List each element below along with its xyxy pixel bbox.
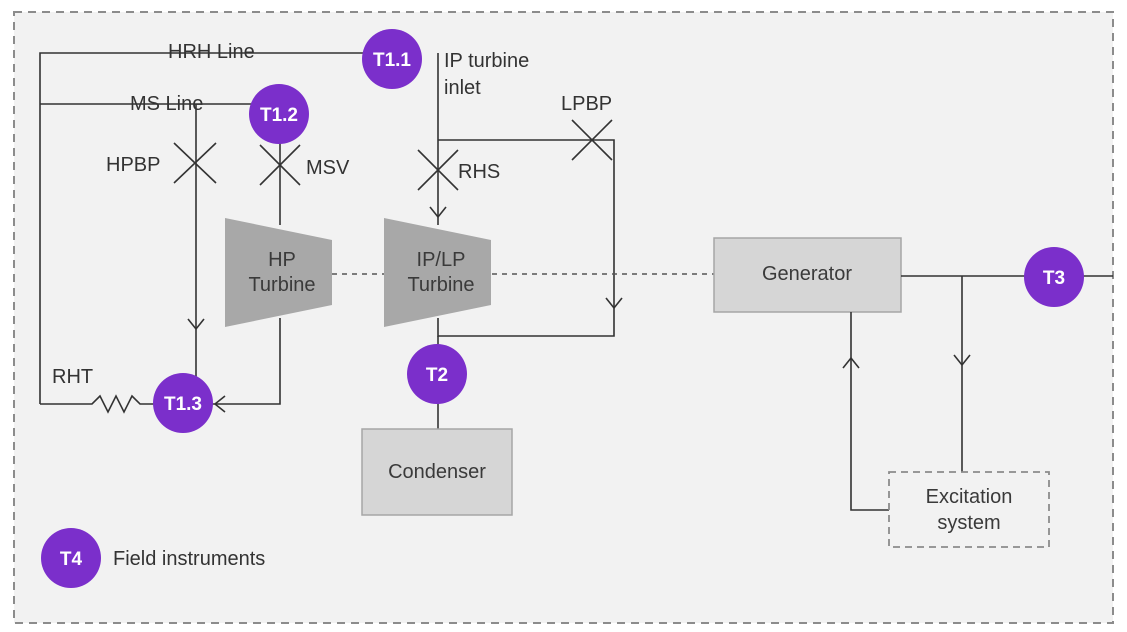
hpbp-label: HPBP — [106, 154, 160, 176]
lpbp-valve-icon — [571, 119, 613, 161]
ms-line-label: MS Line — [130, 93, 203, 115]
rhs-label: RHS — [458, 161, 500, 183]
hrh-line — [39, 52, 372, 404]
hpbp-valve-icon — [173, 142, 217, 184]
ip-inlet-label-1: IP turbine — [444, 50, 529, 72]
excitation-label-1: Excitation — [926, 486, 1013, 508]
badge-t1-2: T1.2 — [249, 84, 309, 144]
rhs-valve-icon — [417, 149, 459, 191]
svg-text:T2: T2 — [426, 365, 448, 386]
lpbp-loop — [437, 139, 615, 337]
excitation-feed-arrow — [953, 354, 971, 367]
excitation-return-arrow — [842, 356, 860, 369]
iplp-turbine-shape — [384, 218, 491, 327]
hrh-line-label: HRH Line — [168, 41, 255, 63]
ip-inlet-label-2: inlet — [444, 77, 481, 99]
hp-turbine-shape — [225, 218, 332, 327]
excitation-block — [888, 471, 1050, 548]
hp-turbine-label-2: Turbine — [248, 274, 315, 296]
svg-text:T4: T4 — [60, 549, 83, 570]
lpbp-label: LPBP — [561, 93, 612, 115]
svg-text:T1.1: T1.1 — [373, 50, 411, 71]
iplp-turbine-label-1: IP/LP — [417, 249, 466, 271]
badge-t2: T2 — [407, 344, 467, 404]
rht-label: RHT — [52, 366, 93, 388]
badge-t1-1: T1.1 — [362, 29, 422, 89]
condenser-block — [361, 428, 513, 516]
badge-t1-3: T1.3 — [153, 373, 213, 433]
generator-block — [713, 237, 902, 313]
svg-text:T3: T3 — [1043, 268, 1065, 289]
svg-text:T1.3: T1.3 — [164, 394, 202, 415]
msv-label: MSV — [306, 157, 350, 179]
hp-turbine-label-1: HP — [268, 249, 296, 271]
generator-label: Generator — [762, 263, 852, 285]
excitation-return-line — [850, 312, 889, 511]
badge-t3: T3 — [1024, 247, 1084, 307]
msv-valve-icon — [259, 144, 301, 186]
badge-t4: T4 — [41, 528, 101, 588]
lpbp-arrow — [605, 297, 623, 310]
rht-return-arrow — [213, 395, 226, 413]
rht-line — [40, 394, 160, 414]
hp-exhaust-line — [210, 318, 281, 405]
iplp-turbine-label-2: Turbine — [407, 274, 474, 296]
rhs-arrow — [429, 206, 447, 219]
hpbp-arrow — [187, 318, 205, 331]
legend-field-instruments: Field instruments — [113, 548, 265, 570]
svg-text:T1.2: T1.2 — [260, 105, 298, 126]
excitation-label-2: system — [937, 512, 1000, 534]
condenser-label: Condenser — [388, 461, 486, 483]
